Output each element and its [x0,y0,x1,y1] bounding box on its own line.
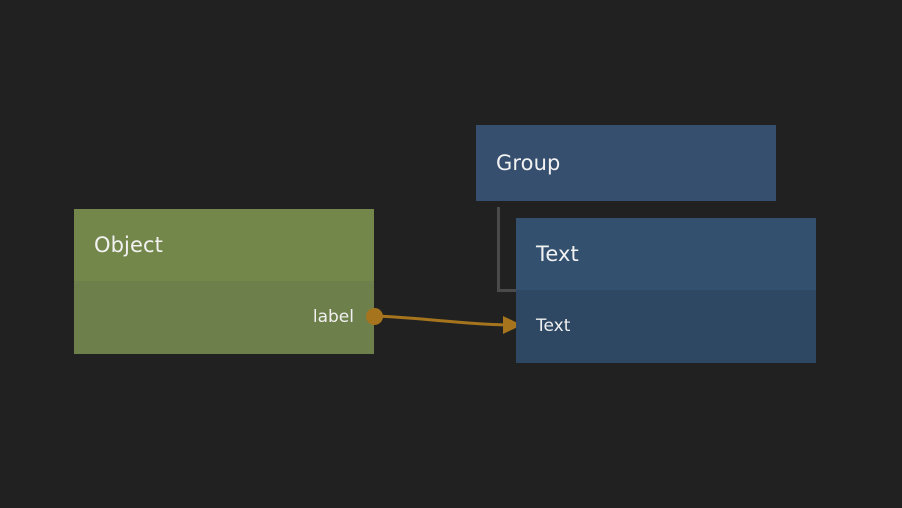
port-row-label[interactable]: label [74,281,374,354]
node-object-body: label [74,281,374,354]
node-text-title: Text [536,241,579,266]
node-text-body: Text [516,290,816,363]
node-group-title: Group [496,150,561,175]
node-group[interactable]: Group [476,125,776,201]
node-text[interactable]: Text Text [516,218,816,363]
node-object-title: Object [94,232,163,257]
port-row-text[interactable]: Text [516,290,816,363]
node-text-header[interactable]: Text [516,218,816,290]
port-dot-label-output[interactable] [366,308,383,325]
port-label-text: Text [536,316,571,336]
edge-label-to-text[interactable] [373,314,509,327]
node-group-header[interactable]: Group [476,125,776,201]
node-object[interactable]: Object label [74,209,374,354]
containment-bracket-icon [497,207,517,292]
port-label-label: label [312,307,354,327]
node-object-header[interactable]: Object [74,209,374,281]
